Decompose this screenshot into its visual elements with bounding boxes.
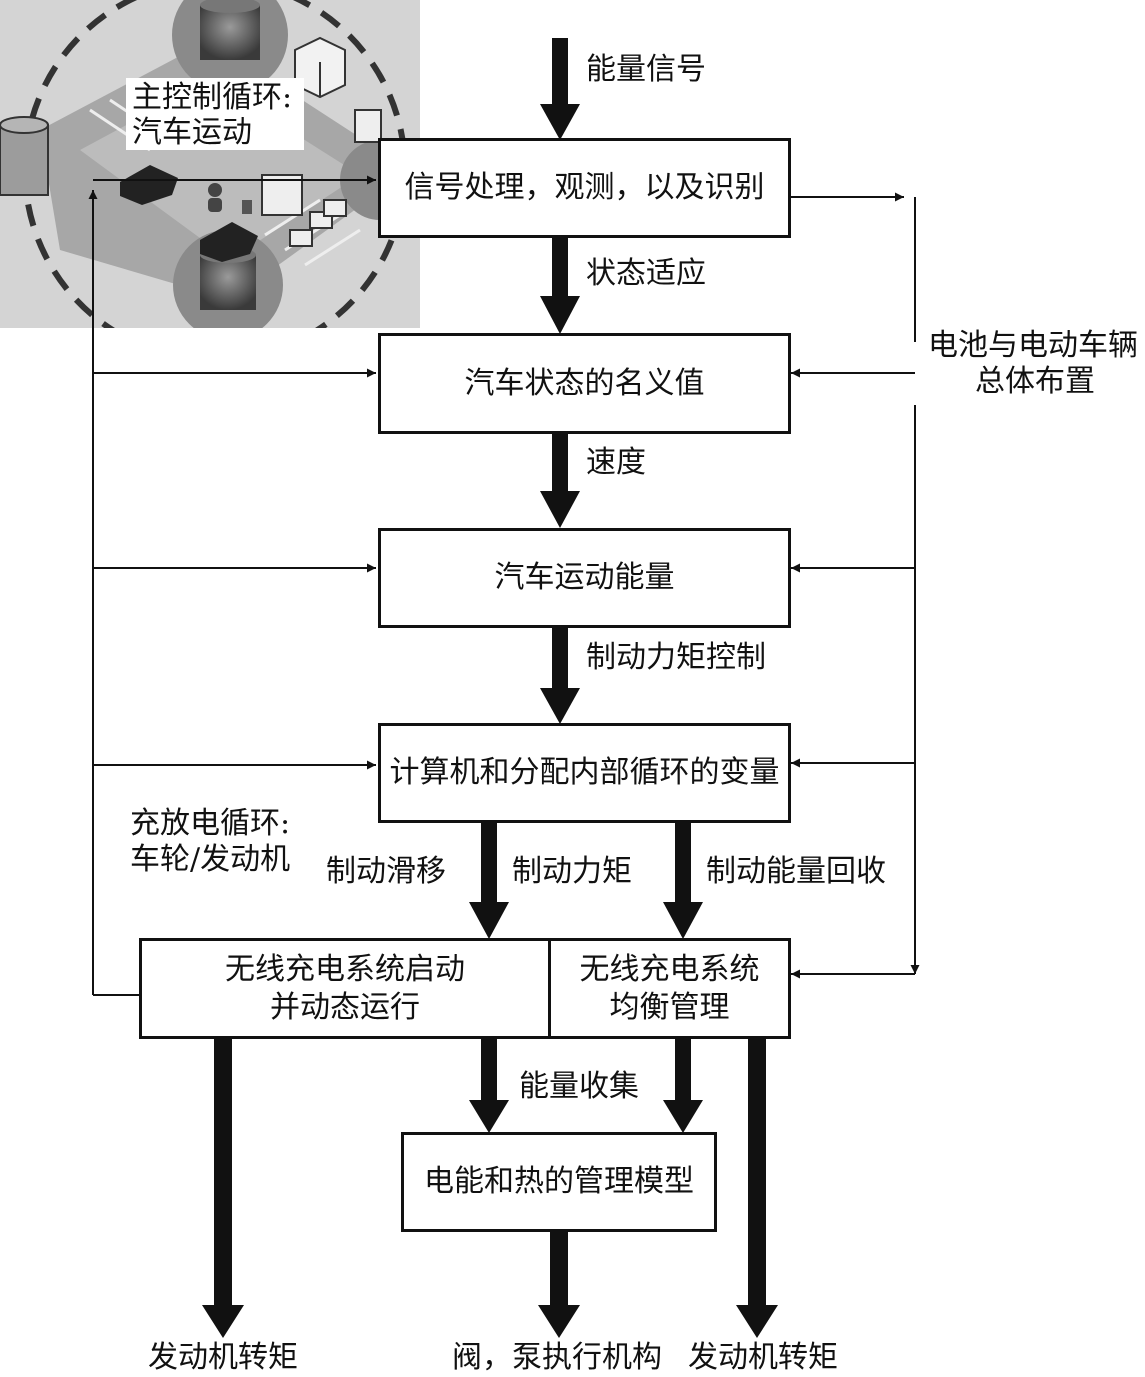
car-icon <box>200 222 258 262</box>
motion-energy-label: 汽车运动能量 <box>494 560 675 595</box>
computer-distribution-box: 计算机和分配内部循环的变量 <box>378 723 791 823</box>
car-icon <box>120 165 178 205</box>
brake-energy-recovery-label: 制动能量回收 <box>706 854 886 889</box>
nominal-state-label: 汽车状态的名义值 <box>464 365 705 401</box>
main-loop-label: 主控制循环: <box>132 80 293 115</box>
speed-label: 速度 <box>586 445 646 480</box>
tank-icon <box>0 116 49 196</box>
motion-energy-box: 汽车运动能量 <box>378 528 791 628</box>
charger-icon <box>261 109 382 247</box>
tank-icon <box>172 0 288 93</box>
wireless-balance-label-2: 均衡管理 <box>609 989 730 1025</box>
signal-processing-box: 信号处理，观测，以及识别 <box>378 138 791 238</box>
main-loop-label-sub: 汽车运动 <box>132 115 252 150</box>
thermal-model-label: 电能和热的管理模型 <box>424 1164 694 1199</box>
energy-collection-label: 能量收集 <box>519 1069 639 1104</box>
energy-signal-label: 能量信号 <box>586 52 706 87</box>
state-adaptation-label: 状态适应 <box>586 256 706 291</box>
thick-arrows <box>202 38 778 1338</box>
wireless-start-label: 无线充电系统启动 <box>225 951 465 987</box>
brake-slip-label: 制动滑移 <box>326 854 446 889</box>
wireless-balance-label: 无线充电系统 <box>579 951 760 987</box>
person-icon <box>208 183 222 212</box>
left-feedback-lines <box>88 175 376 996</box>
battery-layout-label-2: 总体布置 <box>975 364 1095 399</box>
right-feedback-lines <box>789 192 920 979</box>
wireless-balance-box: 无线充电系统 均衡管理 <box>548 938 791 1039</box>
thermal-model-box: 电能和热的管理模型 <box>401 1132 717 1232</box>
worker-icon <box>242 200 252 214</box>
engine-torque-right-label: 发动机转矩 <box>688 1340 838 1375</box>
engine-torque-left-label: 发动机转矩 <box>148 1340 298 1375</box>
battery-layout-label: 电池与电动车辆 <box>928 328 1138 363</box>
charge-loop-label: 充放电循环: <box>130 806 291 841</box>
valve-pump-label: 阀，泵执行机构 <box>452 1340 662 1375</box>
wireless-start-box: 无线充电系统启动 并动态运行 <box>139 938 551 1039</box>
signal-processing-label: 信号处理，观测，以及识别 <box>404 170 765 205</box>
charge-loop-label-2: 车轮/发动机 <box>130 842 291 877</box>
computer-distribution-label: 计算机和分配内部循环的变量 <box>389 755 780 790</box>
brake-torque-label: 制动力矩 <box>512 854 632 889</box>
nominal-state-box: 汽车状态的名义值 <box>378 333 791 434</box>
wireless-start-label-2: 并动态运行 <box>270 989 420 1025</box>
charging-station-illustration <box>0 0 420 328</box>
brake-torque-control-label: 制动力矩控制 <box>586 640 766 675</box>
